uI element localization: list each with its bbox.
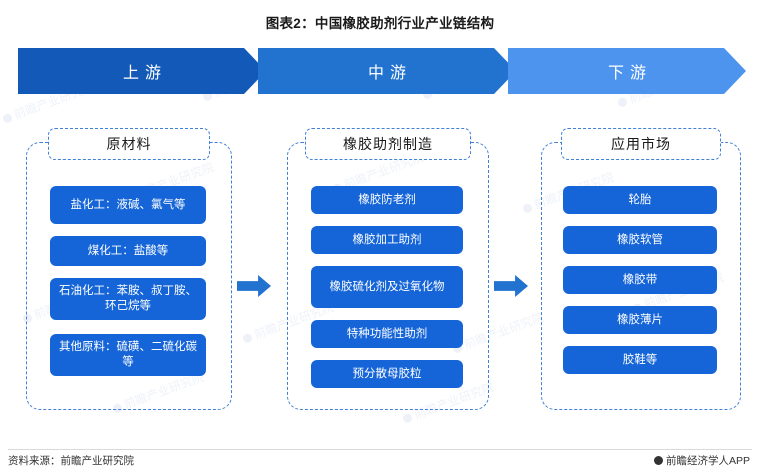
node-upstream-2[interactable]: 煤化工：盐酸等 — [50, 236, 206, 266]
flow-arrow-upstream-to-midstream — [237, 275, 271, 297]
node-midstream-4[interactable]: 特种功能性助剂 — [311, 320, 463, 348]
page-title: 图表2：中国橡胶助剂行业产业链结构 — [265, 16, 495, 31]
node-midstream-3[interactable]: 橡胶硫化剂及过氧化物 — [311, 266, 463, 308]
diagram-canvas: 前瞻产业研究院 前瞻产业研究院 前瞻产业研究院 前瞻产业研究院 前瞻产业研究院 … — [0, 34, 760, 434]
banner-downstream: 下游 — [508, 48, 746, 94]
downstream-group-label: 应用市场 — [561, 128, 721, 160]
node-downstream-5[interactable]: 胶鞋等 — [563, 346, 717, 374]
source-note: 资料来源：前瞻产业研究院 — [8, 455, 134, 467]
brand-credit-label: 前瞻经济学人APP — [665, 455, 750, 467]
footer-divider — [8, 449, 752, 450]
node-upstream-4[interactable]: 其他原料：硫磺、二硫化碳等 — [50, 334, 206, 376]
node-midstream-1[interactable]: 橡胶防老剂 — [311, 186, 463, 214]
brand-credit: 前瞻经济学人APP — [653, 453, 750, 468]
node-downstream-1[interactable]: 轮胎 — [563, 186, 717, 214]
brand-logo-icon — [653, 456, 663, 465]
node-upstream-3[interactable]: 石油化工：苯胺、叔丁胺、环己烷等 — [50, 278, 206, 320]
flow-arrow-midstream-to-downstream — [494, 275, 528, 297]
node-midstream-5[interactable]: 预分散母胶粒 — [311, 360, 463, 388]
node-downstream-4[interactable]: 橡胶薄片 — [563, 306, 717, 334]
banner-upstream: 上游 — [18, 48, 266, 94]
upstream-group-label: 原材料 — [48, 128, 210, 160]
node-upstream-1[interactable]: 盐化工：液碱、氯气等 — [50, 186, 206, 224]
banner-midstream: 中游 — [258, 48, 516, 94]
stage-banner-row: 上游 中游 下游 — [0, 48, 760, 94]
node-midstream-2[interactable]: 橡胶加工助剂 — [311, 226, 463, 254]
node-downstream-2[interactable]: 橡胶软管 — [563, 226, 717, 254]
midstream-group-label: 橡胶助剂制造 — [305, 128, 471, 160]
node-downstream-3[interactable]: 橡胶带 — [563, 266, 717, 294]
